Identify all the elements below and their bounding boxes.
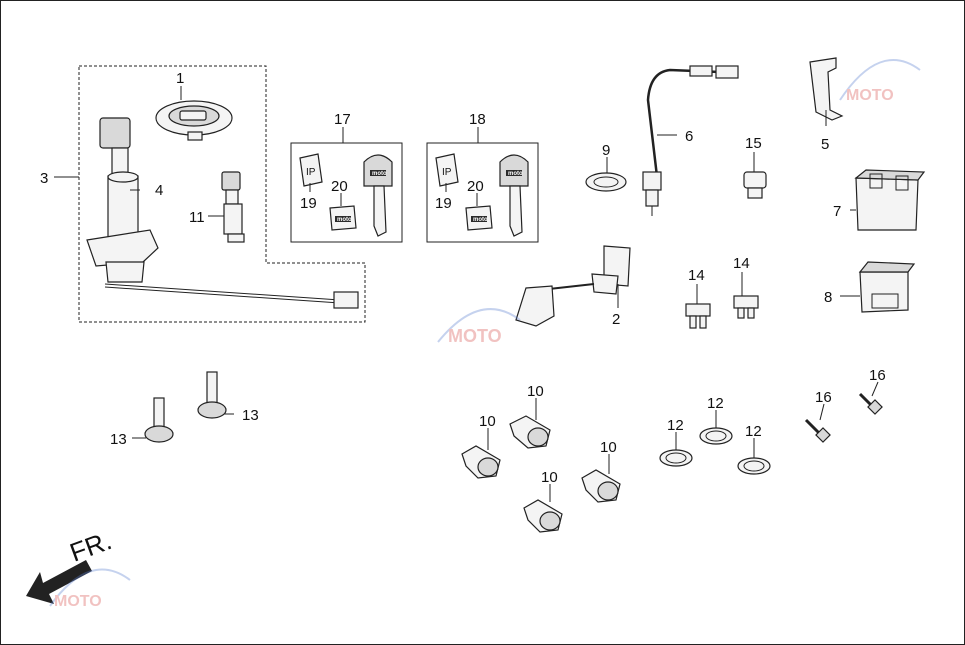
part-6-sensor-cable[interactable] [642,65,739,216]
part-5-bracket[interactable] [809,57,844,121]
front-direction-arrow-icon [26,560,92,604]
part-19-key-tag-a[interactable]: IP [299,153,323,187]
callout-12-b: 12 [707,395,724,412]
callout-2: 2 [612,311,620,328]
part-7-relay-box[interactable] [854,169,926,231]
callout-9: 9 [602,142,610,159]
part-10-bolt-a[interactable] [461,445,501,479]
part-19-key-tag-b[interactable]: IP [435,153,459,187]
callout-16-a: 16 [815,389,832,406]
callout-12-c: 12 [745,423,762,440]
callout-19-b: 19 [435,195,452,212]
part-10-bolt-c[interactable] [523,499,563,533]
callout-14-a: 14 [688,267,705,284]
callout-10-a: 10 [479,413,496,430]
callout-20-b: 20 [467,178,484,195]
key-tag-text-a: moto [337,217,352,223]
ignition-group-outline [78,65,366,323]
callout-18: 18 [469,111,486,128]
callout-7: 7 [833,203,841,220]
part-14-fuse-a[interactable] [685,303,711,329]
part-14-fuse-b[interactable] [733,295,759,319]
front-direction-label: FR. [66,525,116,568]
svg-text:IP: IP [306,167,316,178]
svg-text:IP: IP [442,167,452,178]
callout-13-a: 13 [242,407,259,424]
key-head-text-a: moto [372,171,387,177]
watermark-logo-top: MOTO [839,59,921,104]
svg-text:MOTO: MOTO [54,593,102,610]
key-set-18-box [426,142,539,243]
callout-17: 17 [334,111,351,128]
part-10-bolt-b[interactable] [509,415,551,449]
part-12-washer-b[interactable] [699,427,733,445]
svg-text:MOTO: MOTO [846,87,894,104]
leader-lines [54,86,879,502]
callout-8: 8 [824,289,832,306]
part-15-sleeve[interactable] [743,171,767,199]
part-13-screw-b[interactable] [197,371,227,419]
callout-10-d: 10 [600,439,617,456]
part-8-relay-cover[interactable] [858,261,916,313]
part-12-washer-a[interactable] [659,449,693,467]
callout-3: 3 [40,170,48,187]
callout-4: 4 [155,182,163,199]
callout-10-c: 10 [541,469,558,486]
key-head-text-b: moto [508,171,523,177]
key-set-17-box [290,142,403,243]
part-16-bolt-b[interactable] [858,392,883,415]
key-tag-text-b: moto [473,217,488,223]
watermark-logo-bottom: MOTO [49,568,131,610]
callout-12-a: 12 [667,417,684,434]
part-9-clip[interactable] [585,172,627,192]
callout-16-b: 16 [869,367,886,384]
callout-5: 5 [821,136,829,153]
callout-15: 15 [745,135,762,152]
callout-1: 1 [176,70,184,87]
part-20-code-card-a[interactable] [329,205,357,231]
callout-19-a: 19 [300,195,317,212]
svg-text:MOTO: MOTO [448,326,502,346]
callout-6: 6 [685,128,693,145]
callout-14-b: 14 [733,255,750,272]
part-17-key-a[interactable] [363,154,393,237]
part-10-bolt-d[interactable] [581,469,621,503]
part-11-seat-lock[interactable] [221,171,245,243]
part-18-key-b[interactable] [499,154,529,237]
watermark-logo: MOTO [437,308,521,346]
callout-11: 11 [189,209,205,226]
callout-13-b: 13 [110,431,127,448]
callout-10-b: 10 [527,383,544,400]
part-12-washer-c[interactable] [737,457,771,475]
part-1-fuel-cap[interactable] [155,100,233,141]
callout-20-a: 20 [331,178,348,195]
part-13-screw-a[interactable] [144,397,174,443]
part-20-code-card-b[interactable] [465,205,493,231]
part-16-bolt-a[interactable] [804,418,831,443]
part-2-sub-harness[interactable] [515,245,631,327]
part-4-ignition-switch[interactable] [86,117,359,309]
